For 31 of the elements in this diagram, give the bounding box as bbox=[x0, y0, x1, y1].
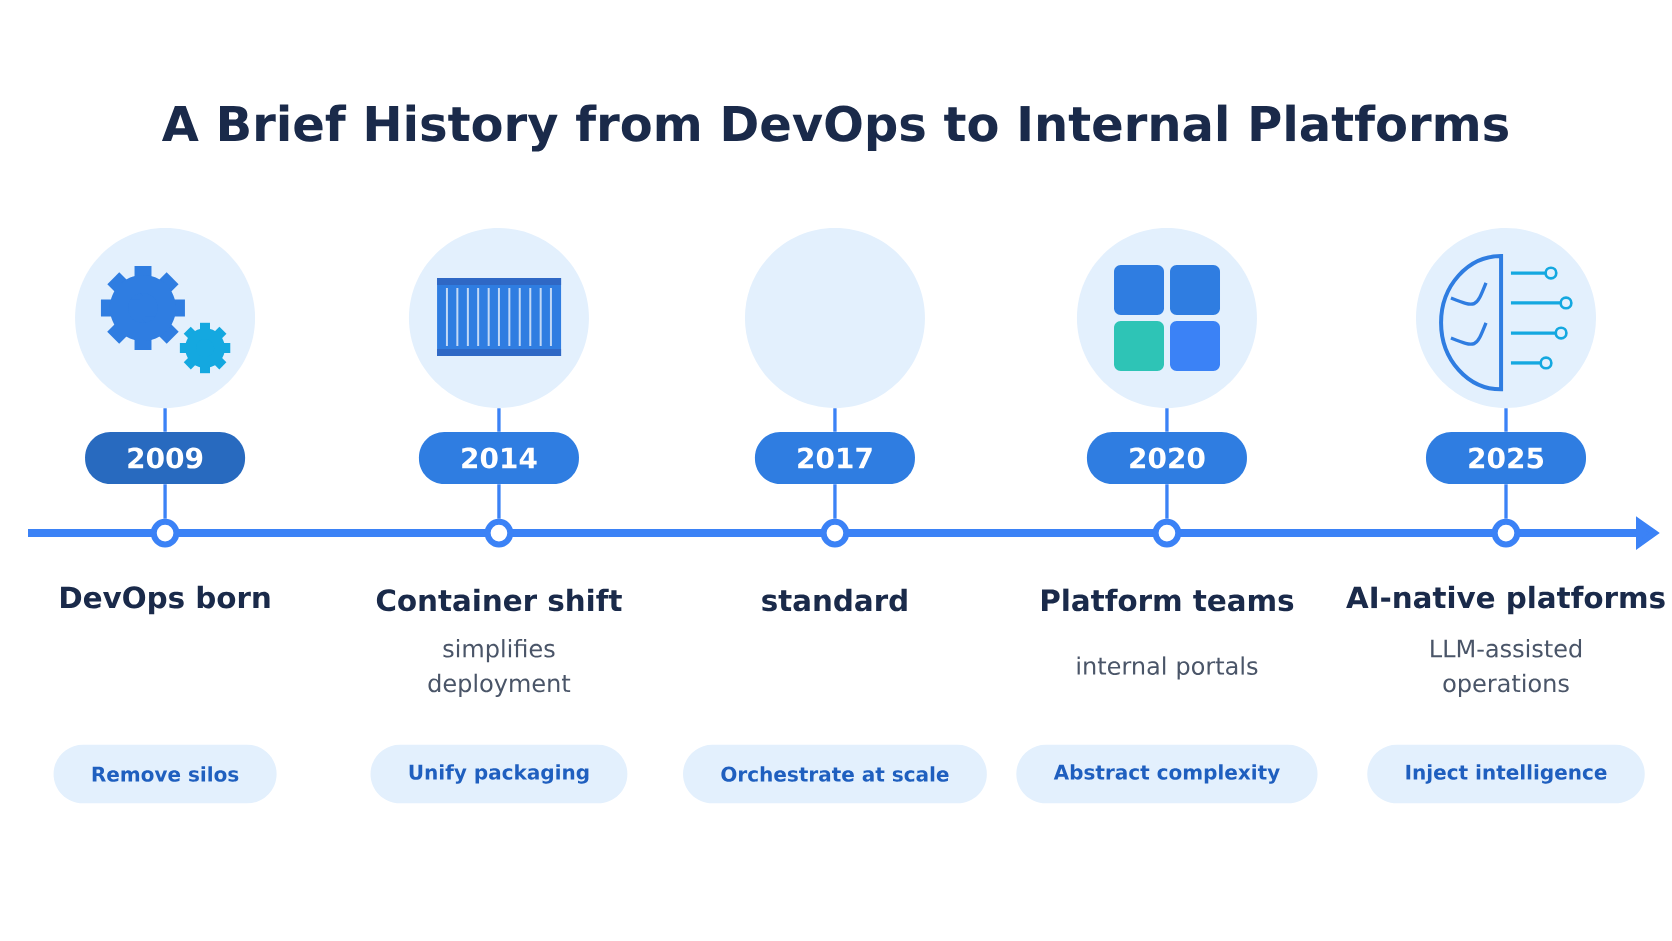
connector-line bbox=[1504, 484, 1508, 519]
connector-line bbox=[163, 408, 167, 432]
tag-pill: Unify packaging bbox=[370, 744, 628, 804]
milestone-description: simplifies deployment bbox=[428, 639, 571, 697]
timeline-dot bbox=[1152, 518, 1182, 548]
milestone-description: LLM-assisted operations bbox=[1431, 639, 1581, 697]
connector-line bbox=[833, 484, 837, 519]
icon-circle bbox=[744, 228, 925, 408]
title: A Brief History from DevOps to Internal Platforms bbox=[161, 104, 1508, 152]
tag-pill: Inject intelligence bbox=[1367, 744, 1645, 804]
tag-pill: Remove silos bbox=[53, 744, 277, 804]
connector-line bbox=[833, 408, 837, 432]
timeline-dot bbox=[150, 518, 180, 548]
connector-line bbox=[497, 484, 501, 519]
icon-circle bbox=[1416, 228, 1596, 408]
year-pill: 2009 bbox=[85, 432, 246, 484]
connector-line bbox=[1504, 408, 1508, 432]
connector-line bbox=[1165, 408, 1169, 432]
timeline-dot bbox=[820, 518, 850, 548]
year-pill: 2017 bbox=[754, 432, 915, 484]
timeline-dot bbox=[1491, 518, 1521, 548]
year-pill: 2020 bbox=[1086, 432, 1247, 484]
tag-pill: Orchestrate at scale bbox=[683, 744, 987, 804]
connector-line bbox=[1165, 484, 1169, 519]
tag-pill: Abstract complexity bbox=[1016, 744, 1318, 804]
year-pill: 2014 bbox=[418, 432, 579, 484]
timeline-dot bbox=[484, 518, 514, 548]
year-pill: 2025 bbox=[1426, 432, 1586, 484]
connector-line bbox=[163, 484, 167, 519]
connector-line bbox=[497, 408, 501, 432]
milestone-description: internal portals bbox=[1077, 656, 1258, 680]
